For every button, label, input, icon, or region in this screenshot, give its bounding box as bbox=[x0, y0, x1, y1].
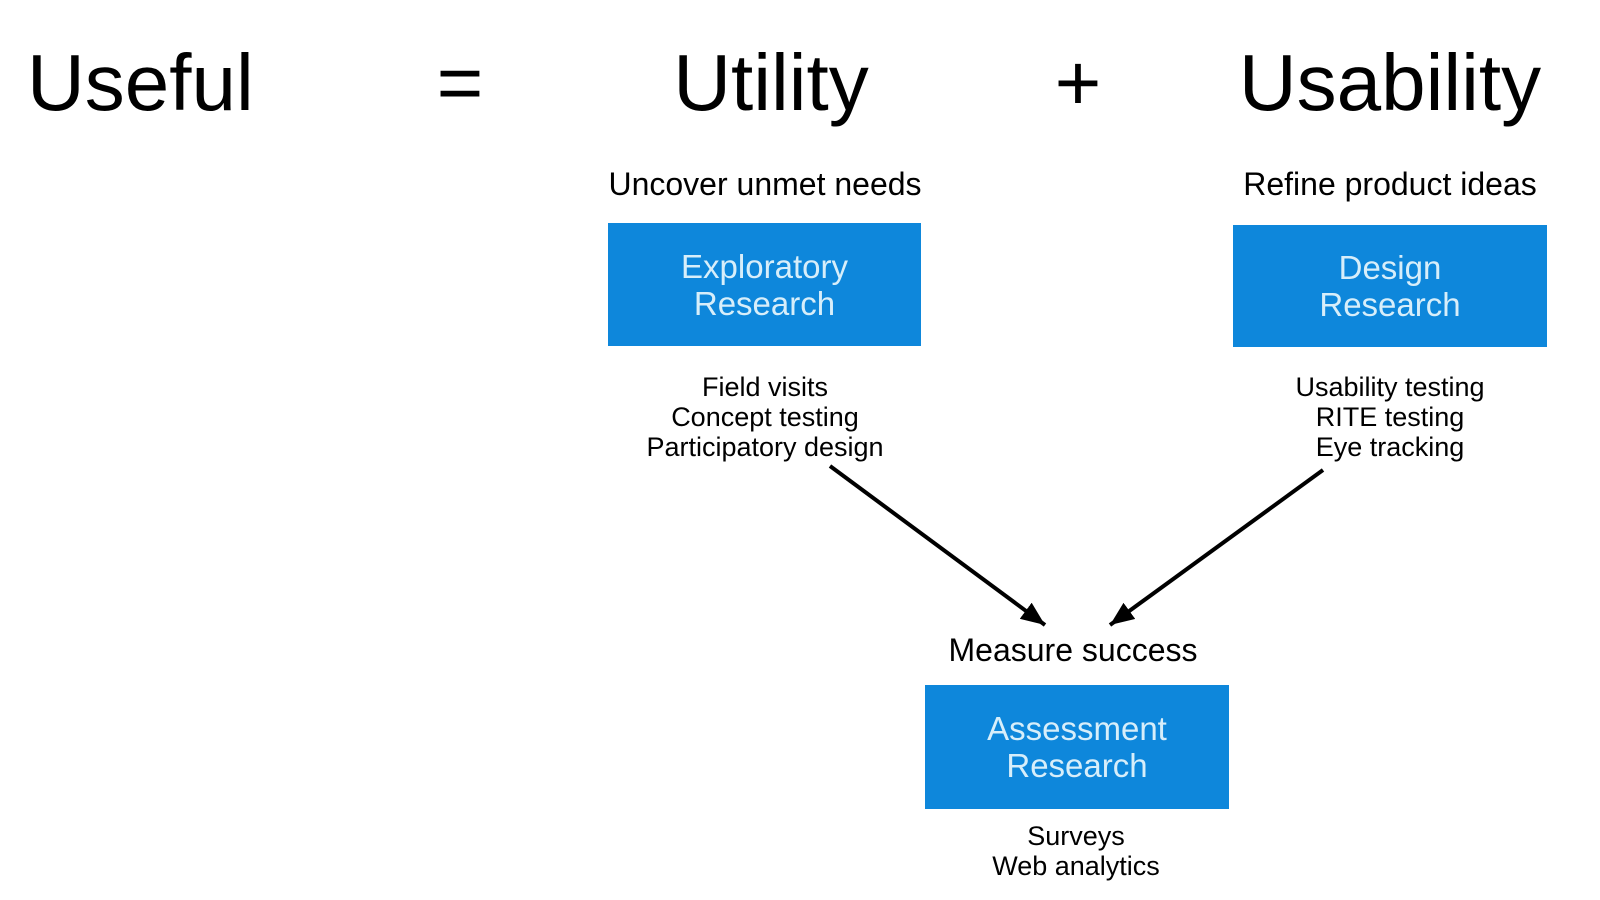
design-research-box: Design Research bbox=[1233, 225, 1547, 347]
plus-sign: + bbox=[1054, 38, 1102, 127]
method-item: Field visits bbox=[701, 372, 829, 402]
equation-term-usability: Usability bbox=[1238, 38, 1542, 127]
box-title-line: Assessment bbox=[987, 710, 1167, 747]
usability-methods-list: Usability testing RITE testing Eye track… bbox=[1295, 372, 1484, 462]
arrow-exploratory-to-assessment bbox=[828, 464, 1047, 627]
equals-sign: = bbox=[436, 38, 484, 127]
utility-methods-list: Field visits Concept testing Participato… bbox=[646, 372, 883, 462]
utility-subtitle: Uncover unmet needs bbox=[608, 166, 922, 202]
equation-term-useful: Useful bbox=[27, 38, 254, 127]
assessment-subtitle: Measure success bbox=[948, 632, 1198, 668]
method-item: Participatory design bbox=[646, 432, 884, 462]
assessment-research-box: Assessment Research bbox=[925, 685, 1229, 809]
box-title-line: Exploratory bbox=[681, 247, 848, 285]
assessment-methods-list: Surveys Web analytics bbox=[992, 821, 1160, 881]
box-title-line: Research bbox=[693, 284, 836, 322]
box-title-line: Design bbox=[1338, 249, 1442, 286]
box-title-line: Research bbox=[1006, 747, 1148, 784]
method-item: Concept testing bbox=[671, 402, 859, 432]
method-item: Eye tracking bbox=[1315, 432, 1465, 462]
method-item: Surveys bbox=[1027, 821, 1125, 851]
equation-term-utility: Utility bbox=[673, 38, 869, 127]
usability-subtitle: Refine product ideas bbox=[1243, 166, 1537, 202]
arrow-design-to-assessment bbox=[1108, 468, 1325, 627]
method-item: Web analytics bbox=[992, 851, 1160, 881]
method-item: Usability testing bbox=[1295, 372, 1485, 402]
exploratory-research-box: Exploratory Research bbox=[608, 223, 921, 346]
method-item: RITE testing bbox=[1315, 402, 1465, 432]
box-title-line: Research bbox=[1319, 286, 1461, 323]
